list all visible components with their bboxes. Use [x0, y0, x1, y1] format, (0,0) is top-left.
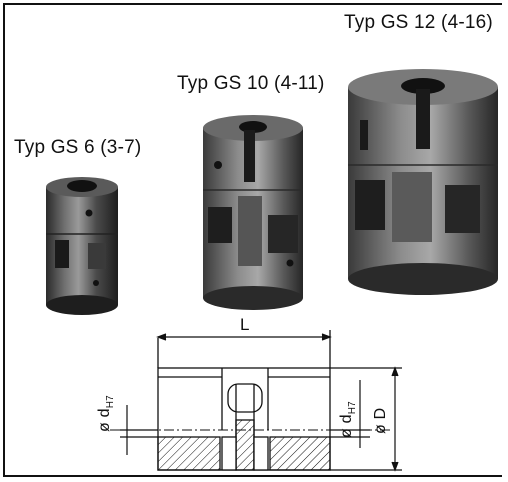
bore-symbol-left: ø d — [96, 408, 113, 432]
dimension-L-label: L — [240, 315, 250, 334]
bore-dimension-left — [120, 405, 158, 455]
label-gs6: Typ GS 6 (3-7) — [14, 137, 142, 158]
label-gs10: Typ GS 10 (4-11) — [177, 73, 325, 94]
coupling-gs12-photo — [348, 69, 498, 295]
section-hatching — [157, 419, 331, 471]
bore-symbol-right: ø d — [338, 414, 355, 438]
bore-dimension-right — [330, 366, 402, 472]
outer-diameter-label: ø D — [372, 407, 389, 434]
bore-tolerance-right: H7 — [347, 401, 359, 415]
bore-diameter-left-label: ø dH7 — [96, 395, 116, 432]
label-gs12: Typ GS 12 (4-16) — [344, 12, 493, 33]
coupling-gs10-photo — [203, 115, 303, 310]
bore-diameter-right-label: ø dH7 — [338, 401, 358, 438]
coupling-gs6-photo — [46, 177, 118, 315]
bore-tolerance-left: H7 — [105, 395, 117, 409]
